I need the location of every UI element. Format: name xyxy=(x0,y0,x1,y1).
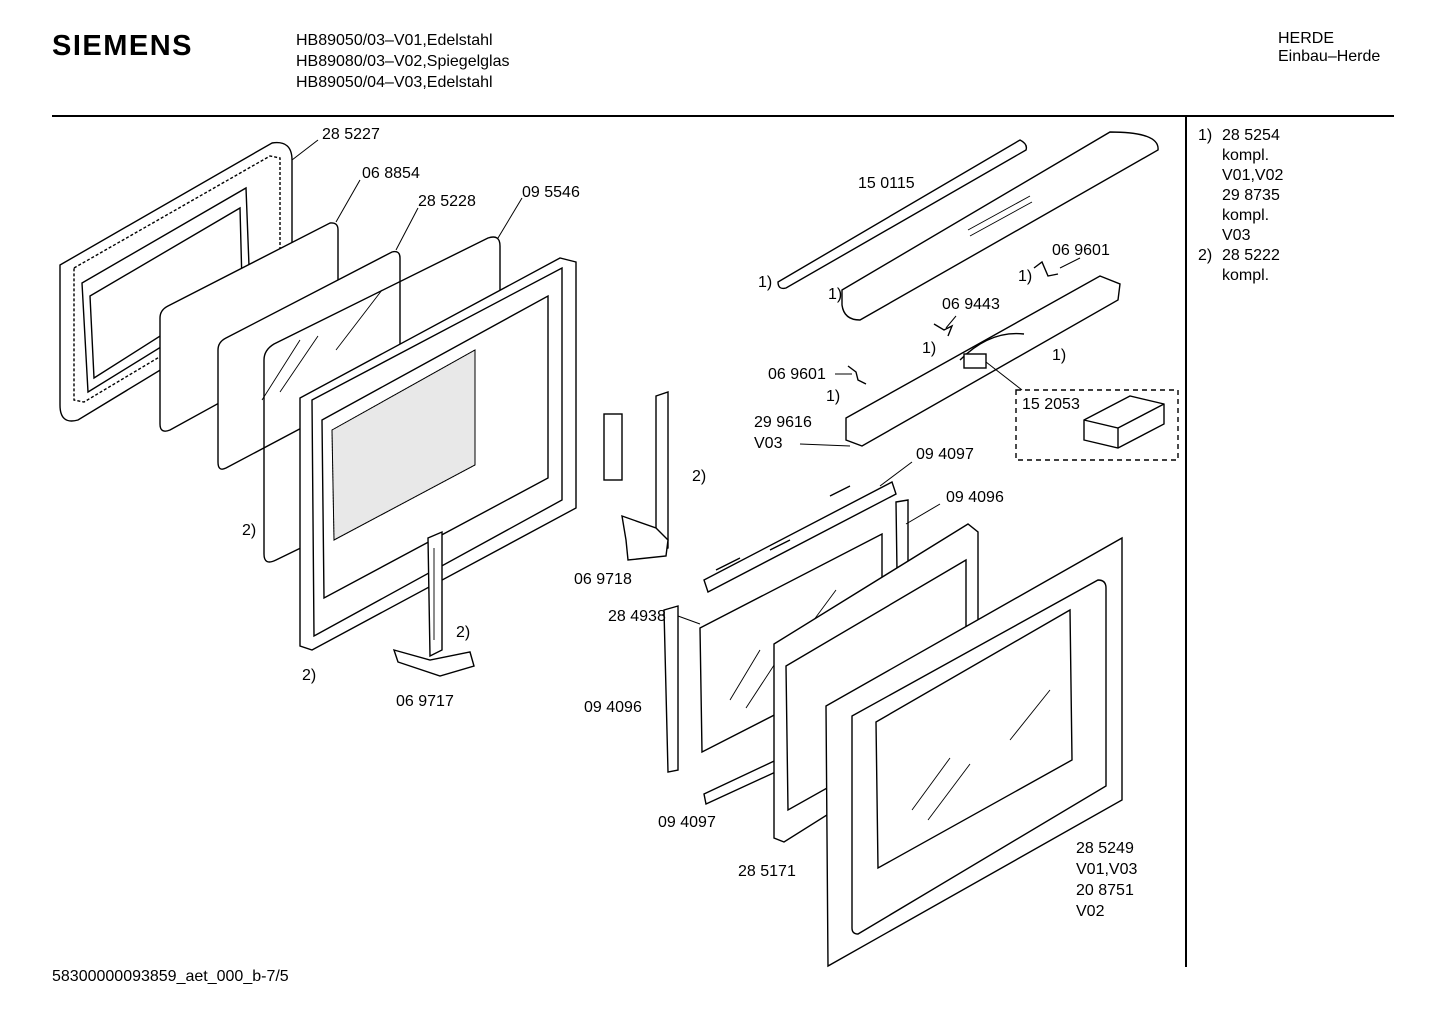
part-number-label: 28 5171 xyxy=(738,863,796,880)
leader-lines xyxy=(291,139,1081,625)
rod-part[interactable] xyxy=(777,139,1028,290)
part-number-label: 28 4938 xyxy=(608,608,666,625)
model-line: HB89050/03–V01,Edelstahl xyxy=(296,32,493,49)
part-number-label: 06 9718 xyxy=(574,571,632,588)
part-number-label: 09 5546 xyxy=(522,184,580,201)
document-id: 58300000093859_aet_000_b-7/5 xyxy=(52,968,289,985)
part-number-label: 15 2053 xyxy=(1022,396,1080,413)
part-number-label: 29 9616 xyxy=(754,414,812,431)
footnote-marker: 1) xyxy=(758,274,772,291)
part-number-label: 28 5228 xyxy=(418,193,476,210)
hinge-left-part[interactable] xyxy=(392,530,475,677)
note-2: 2) 28 5222 kompl. xyxy=(1198,246,1283,286)
note-line: 28 5254 xyxy=(1222,127,1280,144)
footnote-marker: 1) xyxy=(828,286,842,303)
note-line: V03 xyxy=(1222,227,1251,244)
note-number: 2) xyxy=(1198,247,1213,264)
notes-panel: 1) 28 5254 kompl. V01,V02 29 8735 kompl.… xyxy=(1198,126,1283,286)
footnote-marker: 1) xyxy=(1052,347,1066,364)
part-number-label: 06 8854 xyxy=(362,165,420,182)
footnote-marker: 2) xyxy=(302,667,316,684)
part-number-label: 28 5227 xyxy=(322,126,380,143)
part-number-label: 09 4097 xyxy=(916,446,974,463)
part-number-label: 09 4097 xyxy=(658,814,716,831)
note-number: 1) xyxy=(1198,127,1213,144)
part-number-label: 06 9601 xyxy=(1052,242,1110,259)
brand-logo: SIEMENS xyxy=(52,30,194,62)
part-number-label: V03 xyxy=(754,435,783,452)
model-list: HB89050/03–V01,Edelstahl HB89080/03–V02,… xyxy=(296,30,510,93)
part-number-label: V02 xyxy=(1076,903,1105,920)
hinge-right-part[interactable] xyxy=(603,391,669,561)
part-number-label: 06 9443 xyxy=(942,296,1000,313)
footnote-marker: 1) xyxy=(1018,268,1032,285)
inner-door-panel-part[interactable] xyxy=(299,257,577,651)
note-1: 1) 28 5254 kompl. V01,V02 29 8735 kompl.… xyxy=(1198,126,1283,246)
part-number-label: 28 5249 xyxy=(1076,840,1134,857)
note-line: 29 8735 xyxy=(1222,187,1280,204)
part-number-label: 06 9717 xyxy=(396,693,454,710)
part-number-label: 09 4096 xyxy=(584,699,642,716)
note-line: kompl. xyxy=(1222,147,1270,164)
footnote-marker: 1) xyxy=(826,388,840,405)
footnote-marker: 2) xyxy=(456,624,470,641)
header-divider xyxy=(52,115,1394,117)
note-line: 28 5222 xyxy=(1222,247,1280,264)
note-line: kompl. xyxy=(1222,267,1270,284)
category-line: Einbau–Herde xyxy=(1278,48,1381,65)
sensor-box-part[interactable] xyxy=(1015,389,1179,461)
fixing-rail-part[interactable] xyxy=(845,275,1121,447)
footnote-marker: 2) xyxy=(692,468,706,485)
footnote-marker: 2) xyxy=(242,522,256,539)
part-number-label: V01,V03 xyxy=(1076,861,1137,878)
category-line: HERDE xyxy=(1278,30,1335,47)
model-line: HB89080/03–V02,Spiegelglas xyxy=(296,53,510,70)
category-label: HERDE Einbau–Herde xyxy=(1278,30,1380,66)
clip-part[interactable] xyxy=(847,260,1059,385)
footnote-marker: 1) xyxy=(922,340,936,357)
top-trim-part[interactable] xyxy=(841,131,1159,321)
note-line: V01,V02 xyxy=(1222,167,1284,184)
trim-strip-top-part[interactable] xyxy=(703,480,897,594)
model-line: HB89050/04–V03,Edelstahl xyxy=(296,74,493,91)
notes-divider xyxy=(1185,117,1187,967)
part-number-label: 06 9601 xyxy=(768,366,826,383)
part-number-label: 20 8751 xyxy=(1076,882,1134,899)
note-line: kompl. xyxy=(1222,207,1270,224)
outer-glass-door-part[interactable] xyxy=(825,536,1123,968)
part-number-label: 15 0115 xyxy=(858,175,915,192)
part-number-label: 09 4096 xyxy=(946,489,1004,506)
